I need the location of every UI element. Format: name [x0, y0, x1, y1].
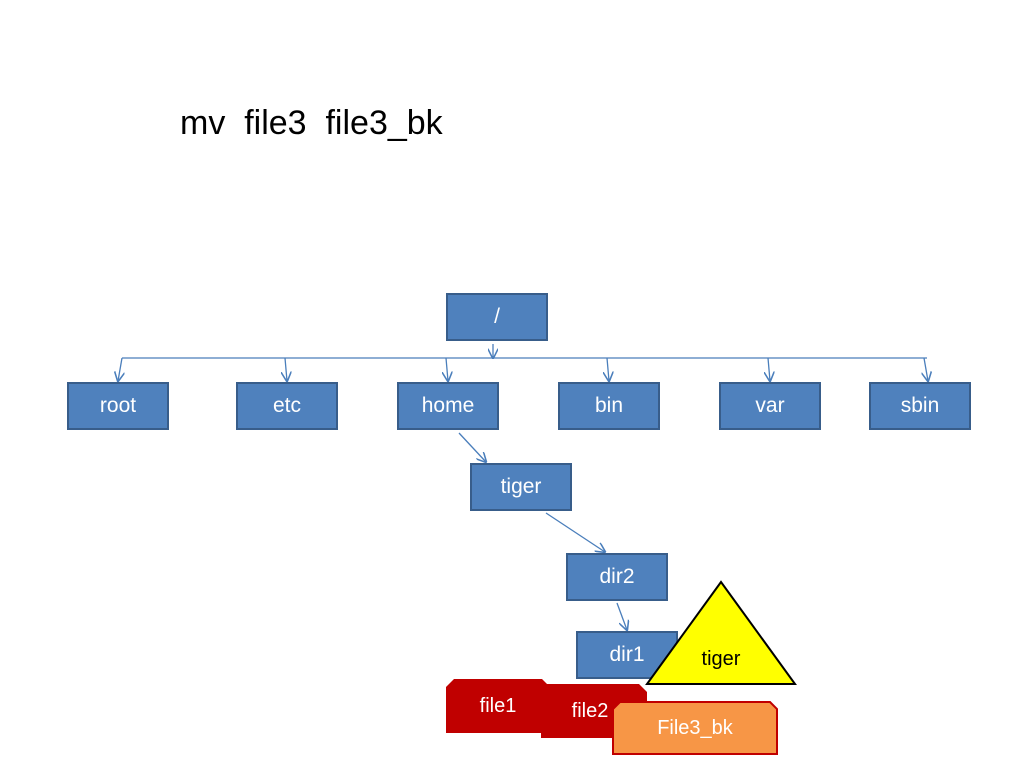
dir-tiger: tiger	[470, 463, 572, 511]
command-title: mv file3 file3_bk	[180, 104, 443, 142]
file2-label: file2	[571, 699, 609, 722]
tiger-to-dir2	[545, 512, 605, 552]
dir2-to-dir1	[616, 602, 627, 630]
drop-var	[768, 357, 770, 381]
drop-sbin	[924, 357, 928, 381]
dir-root: root	[67, 382, 169, 430]
owner-label: tiger	[701, 648, 741, 670]
dir-sbin: sbin	[869, 382, 971, 430]
dir-home: home	[397, 382, 499, 430]
file-file3-bk: File3_bk	[612, 701, 778, 755]
drop-bin	[607, 357, 609, 381]
triangle-shape	[645, 580, 797, 685]
dir-dir2: dir2	[566, 553, 668, 601]
dir-var: var	[719, 382, 821, 430]
dir-root-slash: /	[446, 293, 548, 341]
file3-label: File3_bk	[657, 716, 733, 739]
dir-bin: bin	[558, 382, 660, 430]
drop-etc	[285, 357, 287, 381]
drop-root	[118, 357, 122, 381]
home-to-tiger	[458, 432, 486, 462]
file1-shape	[446, 679, 550, 733]
file3-shape	[612, 701, 778, 755]
file1-label: file1	[479, 694, 517, 717]
owner-triangle: tiger	[645, 580, 797, 686]
drop-home	[446, 357, 448, 381]
file-file1: file1	[446, 679, 550, 733]
dir-etc: etc	[236, 382, 338, 430]
